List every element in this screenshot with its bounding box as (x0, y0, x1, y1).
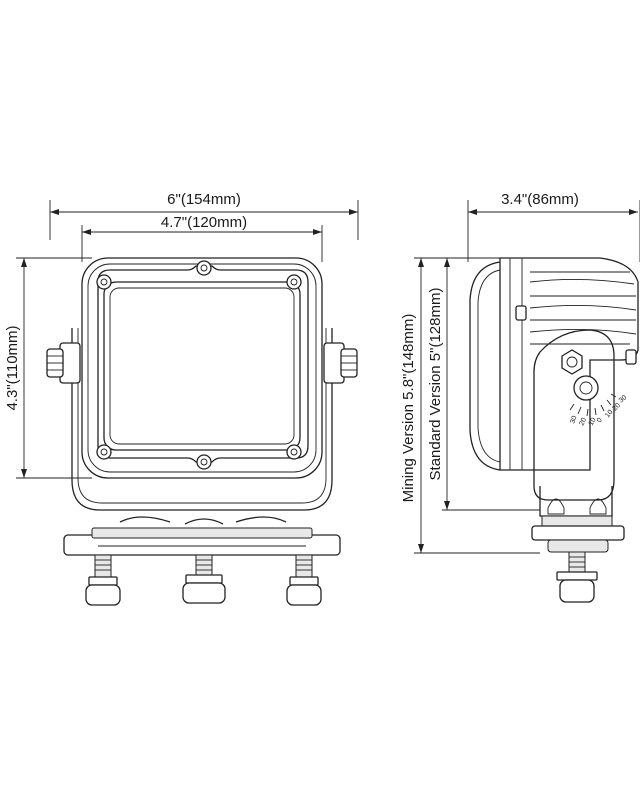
overall-width-dimension: 6"(154mm) (49, 191, 359, 240)
angle-tick-6: 20 (611, 402, 622, 413)
angle-tick-2: 20 (578, 417, 588, 427)
front-bolt-center (182, 554, 226, 604)
height-label: 4.3"(110mm) (4, 325, 21, 410)
bezel-screws (96, 260, 302, 470)
depth-label: 3.4"(86mm) (501, 191, 579, 208)
side-view-lamp: 30 20 10 0 10 20 30 (469, 257, 639, 603)
height-dimension: 4.3"(110mm) (4, 257, 92, 479)
side-base-plate (531, 515, 625, 603)
standard-height-label: Standard Version 5"(128mm) (427, 288, 444, 481)
front-view-lamp (46, 257, 358, 606)
mining-height-label: Mining Version 5.8"(148mm) (400, 314, 417, 503)
front-bolt-right (286, 554, 322, 606)
angle-tick-4: 0 (596, 417, 604, 424)
front-base-plate (63, 516, 341, 556)
angle-tick-5: 10 (604, 409, 614, 420)
angle-tick-7: 30 (618, 394, 629, 404)
standard-height-dimension: Standard Version 5"(128mm) (427, 257, 540, 511)
lens-width-dimension: 4.7"(120mm) (81, 214, 323, 262)
heat-fins (529, 271, 637, 345)
overall-width-label: 6"(154mm) (167, 191, 241, 208)
depth-dimension: 3.4"(86mm) (467, 191, 640, 262)
lens-width-label: 4.7"(120mm) (161, 214, 247, 231)
angle-tick-1: 30 (569, 415, 578, 425)
angle-tick-3: 10 (588, 417, 598, 427)
right-side-knob (323, 342, 358, 384)
left-side-knob (46, 342, 81, 384)
front-bolt-left (85, 554, 121, 606)
angle-scale: 30 20 10 0 10 20 30 (569, 393, 629, 427)
